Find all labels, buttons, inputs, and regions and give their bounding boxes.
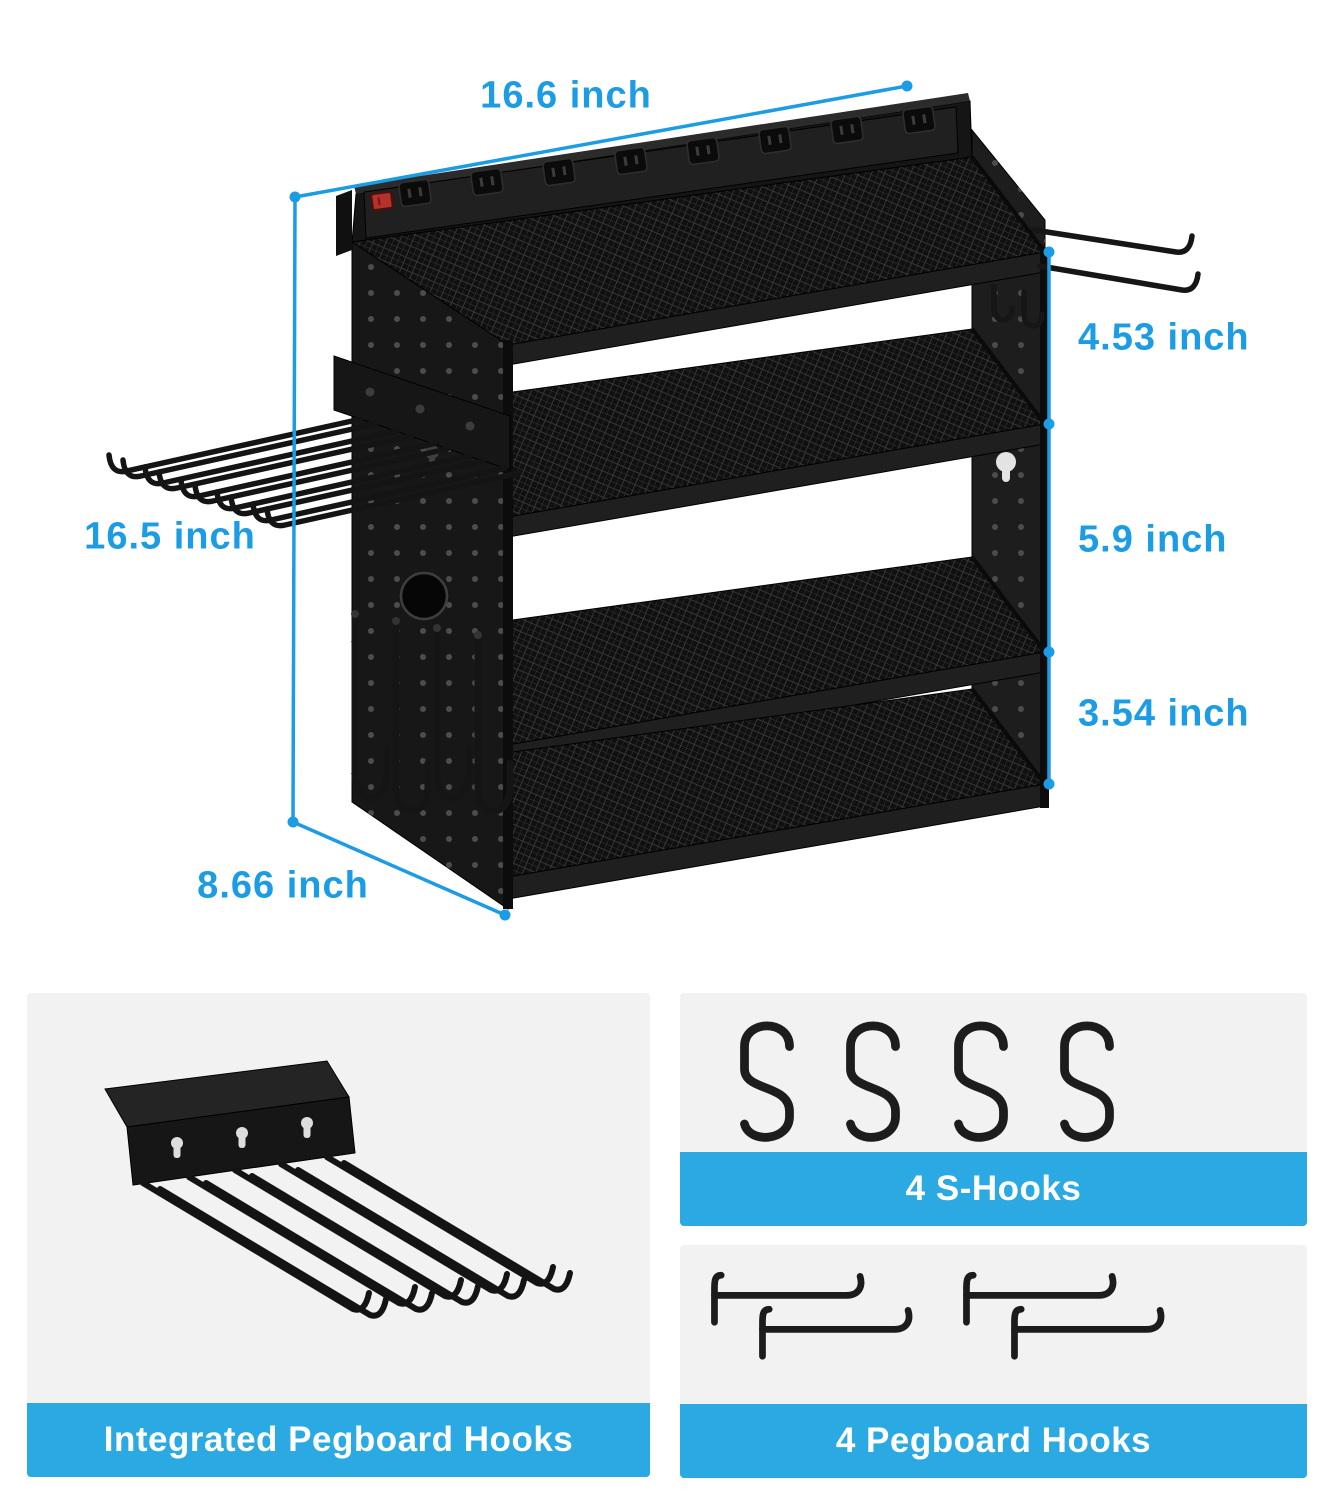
pegboard-hook-icon: [759, 1305, 913, 1360]
dimension-label-top-width: 16.6 inch: [480, 74, 652, 117]
shelf-tier-2: [350, 327, 1047, 538]
pegboard-hooks-illustration: [711, 1271, 1165, 1360]
banner-label-s-hooks: 4 S-Hooks: [905, 1169, 1082, 1208]
pegboard-hook-icon: [711, 1271, 865, 1326]
outlet-row: [398, 105, 936, 208]
top-right-pegboard-hooks: [991, 227, 1201, 329]
s-hooks-illustration: [740, 1021, 1114, 1142]
banner-s-hooks: 4 S-Hooks: [680, 1152, 1307, 1226]
banner-pegboard-hooks: 4 Pegboard Hooks: [680, 1404, 1307, 1478]
main-dimension-diagram: 16.6 inch 4.53 inch 5.9 inch 3.54 inch 1…: [84, 74, 1250, 921]
hook-rail-plate: [104, 1060, 356, 1186]
s-hook-icon: [846, 1021, 900, 1142]
dimension-label-depth: 8.66 inch: [197, 864, 369, 907]
s-hook-icon: [1060, 1021, 1114, 1142]
mesh-shelves: [350, 155, 1047, 900]
dimension-label-height: 16.5 inch: [84, 515, 256, 558]
power-switch-icon: [370, 190, 394, 212]
j-hooks: [351, 610, 514, 815]
card-integrated-pegboard-hooks: Integrated Pegboard Hooks: [27, 993, 650, 1477]
dimension-label-shelf-gap-top: 4.53 inch: [1078, 316, 1250, 359]
banner-label-integrated-pegboard-hooks: Integrated Pegboard Hooks: [103, 1420, 574, 1459]
prong-hooks: [106, 416, 522, 529]
power-strip: [363, 105, 959, 239]
tool-organizer-rack-illustration: [106, 80, 1201, 921]
card-s-hooks: 4 S-Hooks: [680, 993, 1307, 1226]
s-hook-icon: [954, 1021, 1008, 1142]
dimension-label-shelf-gap-middle: 5.9 inch: [1078, 518, 1228, 561]
pegboard-hook-icon: [1011, 1305, 1165, 1360]
integrated-hook-rail: [333, 355, 511, 471]
banner-integrated-pegboard-hooks: Integrated Pegboard Hooks: [27, 1403, 650, 1477]
integrated-pegboard-hooks-illustration: [104, 1060, 573, 1319]
banner-label-pegboard-hooks: 4 Pegboard Hooks: [835, 1421, 1152, 1460]
rail-prong-hooks: [140, 1154, 573, 1319]
dimension-label-shelf-gap-bottom: 3.54 inch: [1078, 692, 1250, 735]
pegboard-hook-icon: [963, 1271, 1117, 1326]
dimension-lines: [287, 80, 1055, 921]
card-pegboard-hooks: 4 Pegboard Hooks: [680, 1245, 1307, 1478]
s-hook-icon: [740, 1021, 794, 1142]
